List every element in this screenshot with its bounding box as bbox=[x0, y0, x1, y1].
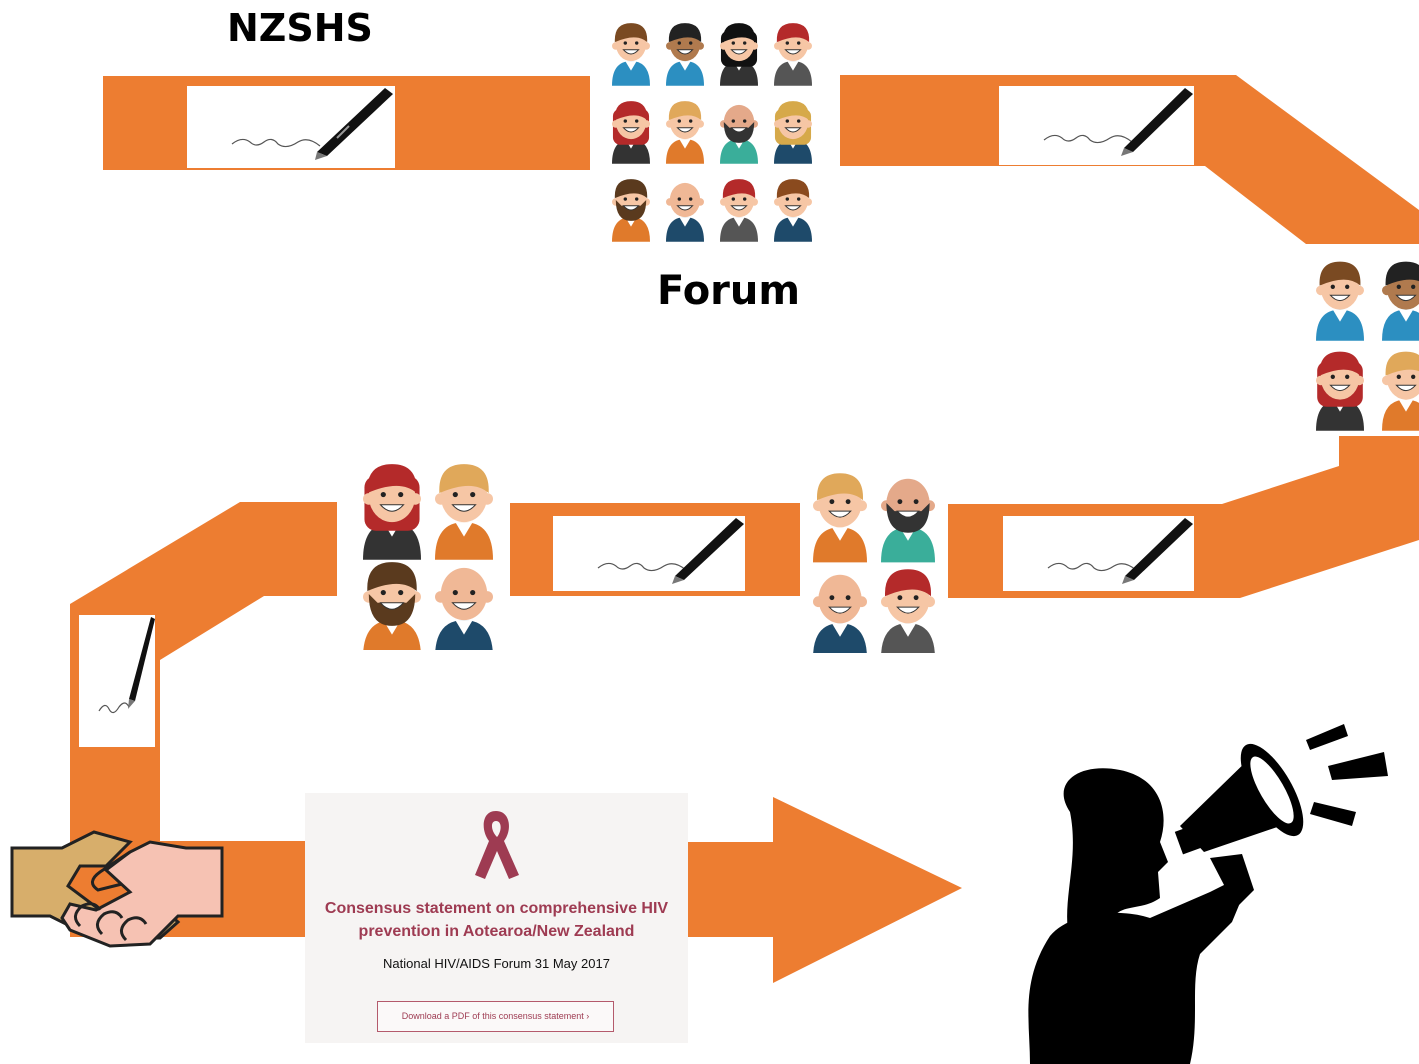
people-group-icon bbox=[612, 23, 812, 242]
red-ribbon-icon bbox=[475, 811, 519, 879]
avatar-icon bbox=[435, 464, 493, 560]
people-group-middle bbox=[800, 463, 948, 653]
avatar-icon bbox=[612, 179, 650, 242]
megaphone-woman-icon bbox=[1028, 724, 1388, 1064]
avatar-icon bbox=[881, 478, 935, 563]
signature-card-4 bbox=[1003, 516, 1194, 591]
consensus-statement-card: Consensus statement on comprehensive HIV… bbox=[305, 793, 688, 1043]
forum-label: Forum bbox=[657, 268, 801, 314]
statement-subtitle: National HIV/AIDS Forum 31 May 2017 bbox=[383, 956, 610, 971]
avatar-icon bbox=[612, 101, 650, 164]
download-pdf-button[interactable]: Download a PDF of this consensus stateme… bbox=[377, 1001, 614, 1032]
people-group-icon bbox=[363, 464, 493, 650]
statement-title: Consensus statement on comprehensive HIV… bbox=[324, 900, 669, 940]
avatar-icon bbox=[774, 101, 812, 164]
avatar-icon bbox=[774, 179, 812, 242]
handshake-icon bbox=[10, 830, 224, 948]
avatar-icon bbox=[1316, 261, 1364, 341]
avatar-icon bbox=[1316, 351, 1364, 431]
avatar-icon bbox=[666, 101, 704, 164]
avatar-icon bbox=[363, 562, 421, 650]
people-group-right bbox=[1308, 248, 1419, 435]
signature-card-5 bbox=[79, 615, 155, 747]
avatar-icon bbox=[1382, 351, 1419, 431]
nzshs-label: NZSHS bbox=[227, 6, 373, 50]
people-group-left bbox=[346, 452, 510, 650]
avatar-icon bbox=[813, 473, 867, 563]
people-group-icon bbox=[1316, 261, 1419, 431]
avatar-icon bbox=[666, 182, 704, 242]
avatar-icon bbox=[720, 23, 758, 86]
signature-card-3 bbox=[553, 516, 745, 591]
avatar-icon bbox=[363, 464, 421, 560]
people-group-icon bbox=[813, 473, 935, 653]
avatar-icon bbox=[881, 569, 935, 653]
avatar-icon bbox=[1382, 261, 1419, 341]
avatar-icon bbox=[666, 23, 704, 86]
avatar-icon bbox=[720, 179, 758, 242]
signature-card-2 bbox=[999, 86, 1194, 165]
signature-pen-icon bbox=[597, 518, 744, 584]
avatar-icon bbox=[813, 574, 867, 653]
avatar-icon bbox=[435, 567, 493, 650]
forum-people-group bbox=[603, 14, 823, 244]
signature-card-1 bbox=[187, 86, 395, 168]
signature-pen-icon bbox=[1047, 518, 1193, 584]
signature-pen-icon bbox=[98, 617, 155, 714]
avatar-icon bbox=[612, 23, 650, 86]
signature-pen-icon bbox=[231, 88, 393, 160]
avatar-icon bbox=[774, 23, 812, 86]
signature-pen-icon bbox=[1043, 88, 1193, 156]
avatar-icon bbox=[720, 104, 758, 164]
